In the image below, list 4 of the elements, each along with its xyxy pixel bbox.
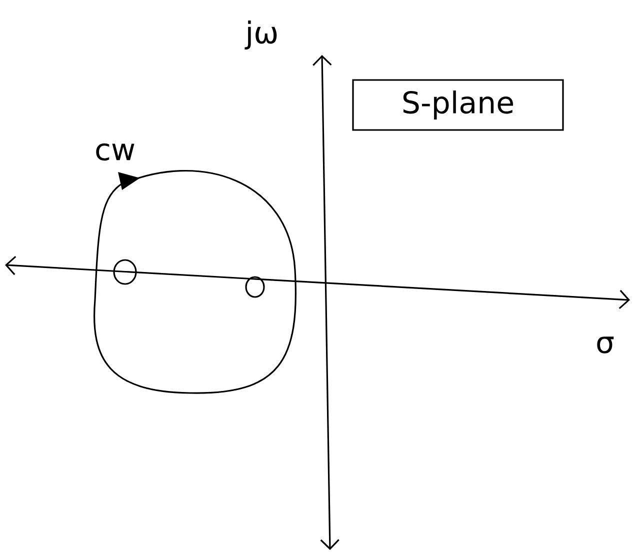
axis-label: jω [244,20,277,50]
label-box: S-plane [352,79,564,131]
axis-label: cw [96,143,134,161]
axis-label: σ [597,336,614,354]
